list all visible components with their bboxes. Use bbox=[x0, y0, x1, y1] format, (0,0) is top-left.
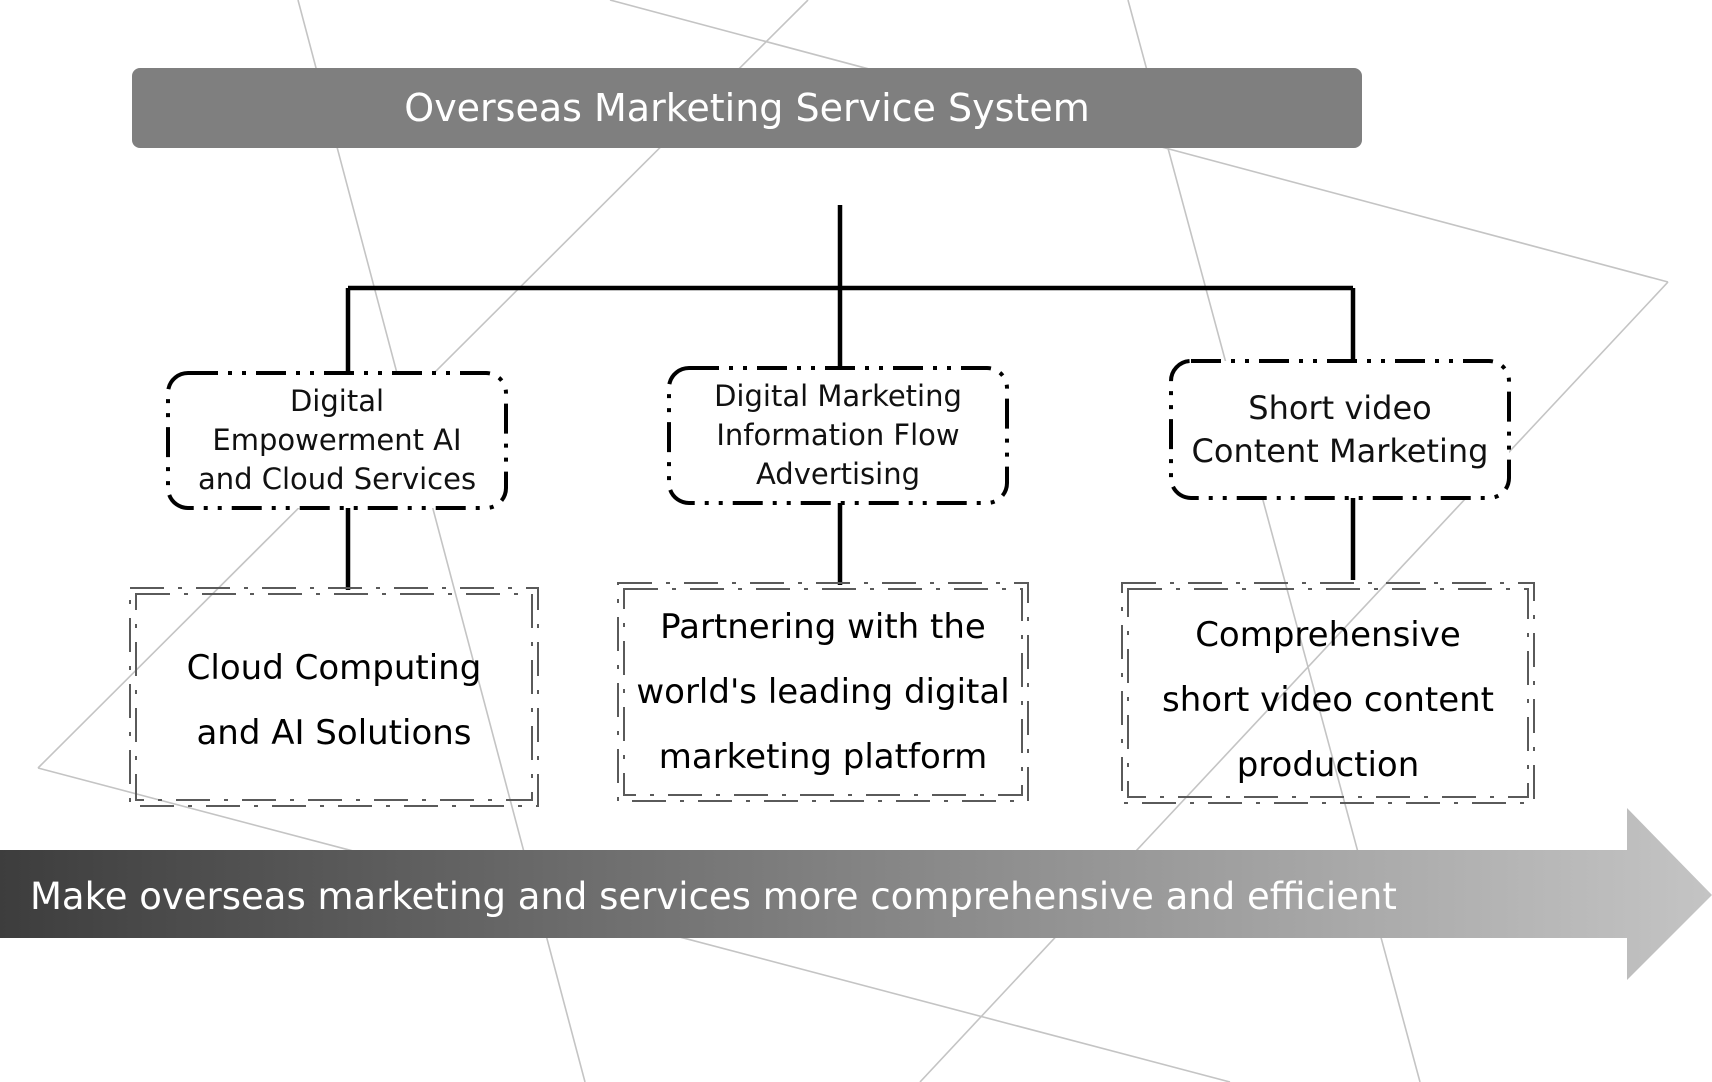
detail-box-1 bbox=[129, 587, 539, 807]
detail-text-short-video: Comprehensive short video content produc… bbox=[1161, 614, 1495, 785]
category-box-2 bbox=[667, 366, 1009, 505]
category-box-3 bbox=[1169, 359, 1511, 500]
category-label-ai-cloud: Digital Empowerment AI and Cloud Service… bbox=[197, 384, 477, 496]
detail-text-info-flow: Partnering with the world's leading digi… bbox=[636, 606, 1010, 777]
detail-text-ai-cloud: Cloud Computing and AI Solutions bbox=[186, 648, 482, 753]
category-label-short-video: Short video Content Marketing bbox=[1191, 388, 1489, 470]
detail-box-2 bbox=[617, 582, 1029, 802]
detail-box-3 bbox=[1121, 582, 1535, 804]
footer-arrow-text: Make overseas marketing and services mor… bbox=[30, 874, 1397, 918]
diagram-title: Overseas Marketing Service System bbox=[132, 68, 1362, 148]
category-box-1 bbox=[166, 371, 508, 510]
footer-arrow-shape bbox=[0, 808, 1712, 980]
category-label-info-flow: Digital Marketing Information Flow Adver… bbox=[714, 379, 962, 491]
